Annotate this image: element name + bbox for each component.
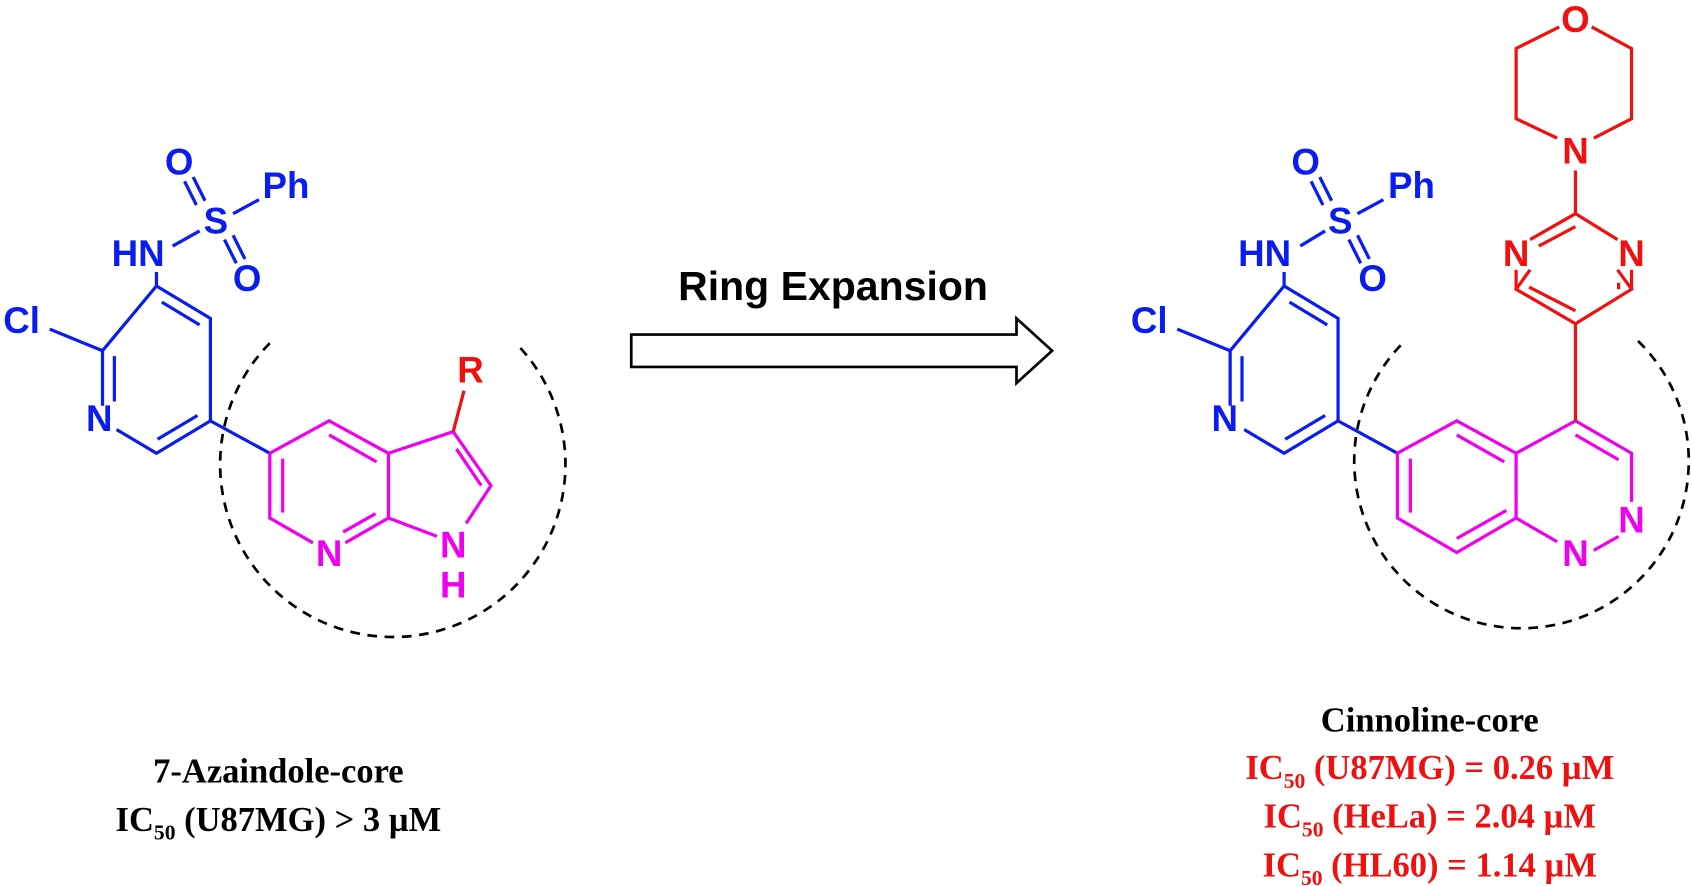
r-bond	[451, 390, 466, 433]
atom-o: O	[165, 141, 194, 182]
atom-n-core: N	[316, 533, 342, 574]
ring-expansion-arrow: Ring Expansion	[629, 263, 1055, 387]
atom-r: R	[457, 350, 483, 391]
hollow-arrow-icon	[629, 315, 1055, 387]
atom-cl: Cl	[3, 300, 40, 341]
azaindole-bonds	[268, 419, 493, 545]
atom-n-pyrimidine: N	[1503, 233, 1529, 274]
atom-ph: Ph	[1388, 165, 1435, 206]
atom-s: S	[1328, 201, 1352, 242]
left-molecule: Cl N HN S O O Ph R N N H	[3, 141, 567, 639]
atom-n-cinnoline: N	[1618, 500, 1644, 541]
right-activity-hela: IC50 (HeLa) = 2.04 µM	[1264, 798, 1596, 842]
atom-n-pyridine: N	[1212, 398, 1238, 439]
atom-ph: Ph	[263, 165, 310, 206]
left-pyridine-bonds	[49, 176, 271, 456]
atom-o-morpholine: O	[1561, 0, 1590, 40]
arrow-label: Ring Expansion	[678, 263, 988, 309]
atom-nh-n: N	[440, 524, 466, 565]
atom-n-morpholine: N	[1562, 131, 1588, 172]
atom-n-pyridine: N	[86, 398, 112, 439]
atom-hn: HN	[1238, 233, 1291, 274]
core-highlight-circle	[218, 342, 567, 639]
core-highlight-circle	[1352, 340, 1691, 630]
atom-n-pyrimidine: N	[1618, 233, 1644, 274]
left-activity: IC50 (U87MG) > 3 µM	[116, 801, 442, 845]
atom-o: O	[1358, 258, 1387, 299]
right-molecule: Cl N HN S O O Ph O N N N N N	[1131, 0, 1691, 630]
cinnoline-bonds	[1395, 419, 1634, 555]
atom-n-cinnoline: N	[1562, 533, 1588, 574]
right-caption: Cinnoline-core	[1321, 702, 1539, 740]
right-activity-u87mg: IC50 (U87MG) = 0.26 µM	[1245, 749, 1614, 793]
atom-o: O	[1291, 141, 1320, 182]
atom-hn: HN	[112, 233, 165, 274]
atom-o: O	[233, 258, 262, 299]
left-caption: 7-Azaindole-core	[153, 752, 403, 790]
right-activity-hl60: IC50 (HL60) = 1.14 µM	[1263, 846, 1597, 886]
atom-nh-h: H	[440, 564, 466, 605]
atom-s: S	[204, 201, 228, 242]
atom-cl: Cl	[1131, 300, 1168, 341]
right-pyridine-bonds	[1176, 176, 1399, 456]
pyrimidine-morpholine-bonds	[1513, 25, 1634, 421]
